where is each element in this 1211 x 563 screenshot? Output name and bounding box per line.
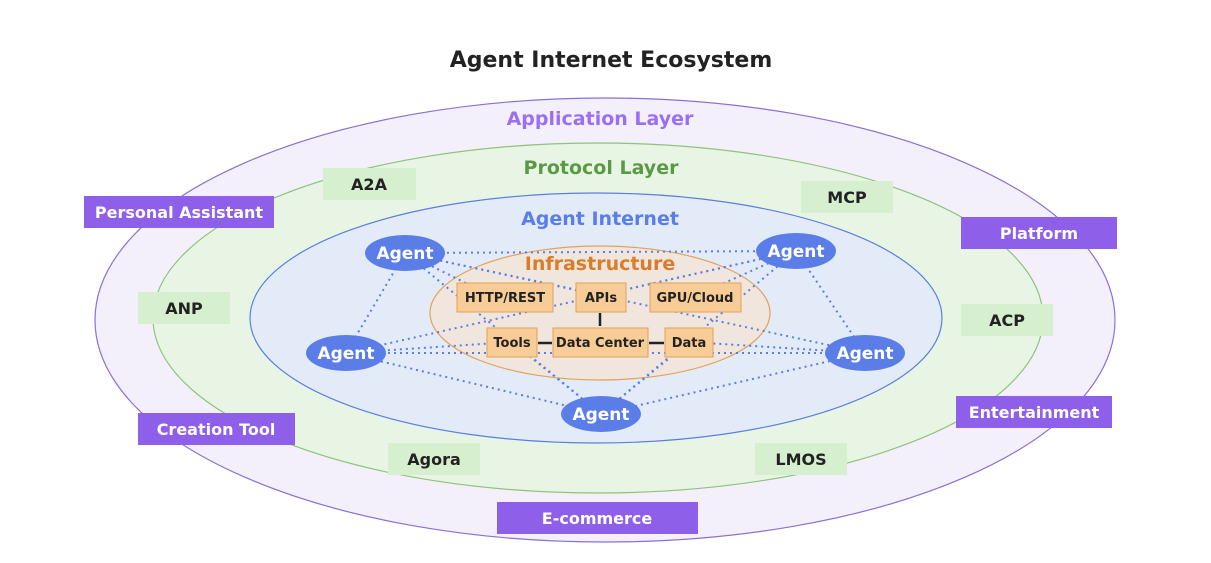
- connection-line: [404, 250, 797, 254]
- application-box-entertainment: Entertainment: [956, 396, 1112, 428]
- protocol-box-acp: ACP: [961, 304, 1053, 336]
- agent-label: Agent: [836, 344, 893, 364]
- infra-box-http: HTTP/REST: [456, 282, 554, 313]
- agent-label: Agent: [376, 244, 433, 264]
- infra-label-apis: APIs: [585, 291, 617, 306]
- infra-label-data: Data: [672, 336, 707, 351]
- infra-box-data: Data: [664, 327, 714, 358]
- agent-node-top-right: Agent: [756, 233, 836, 269]
- protocol-label-acp: ACP: [989, 311, 1025, 330]
- infra-box-gpu-cloud: GPU/Cloud: [649, 282, 742, 313]
- application-box-e-commerce: E-commerce: [497, 502, 698, 534]
- application-label-creation-tool: Creation Tool: [157, 420, 276, 439]
- connection-line: [345, 341, 513, 354]
- connection-line: [345, 352, 602, 415]
- infra-box-data-center: Data Center: [552, 327, 649, 358]
- protocol-layer-label: Protocol Layer: [524, 157, 680, 179]
- diagram-title: Agent Internet Ecosystem: [450, 48, 773, 73]
- infra-label-http: HTTP/REST: [465, 291, 545, 306]
- protocol-label-anp: ANP: [165, 299, 203, 318]
- connection-line: [345, 250, 797, 354]
- protocol-label-a2a: A2A: [351, 175, 388, 194]
- protocol-box-lmos: LMOS: [755, 443, 847, 475]
- agent-node-bottom: Agent: [561, 396, 641, 432]
- infra-box-apis: APIs: [575, 282, 627, 313]
- application-label-platform: Platform: [1000, 224, 1078, 243]
- protocol-label-mcp: MCP: [827, 188, 867, 207]
- agent-node-left: Agent: [306, 335, 386, 371]
- application-label-e-commerce: E-commerce: [542, 509, 653, 528]
- protocol-box-agora: Agora: [388, 443, 480, 475]
- agent-internet-label: Agent Internet: [521, 208, 679, 230]
- application-label-entertainment: Entertainment: [969, 403, 1100, 422]
- protocol-label-lmos: LMOS: [775, 450, 826, 469]
- infrastructure-connectors: [538, 313, 664, 345]
- application-box-personal-assistant: Personal Assistant: [84, 196, 274, 228]
- application-box-platform: Platform: [961, 217, 1117, 249]
- agent-label: Agent: [572, 405, 629, 425]
- protocol-box-anp: ANP: [138, 292, 230, 324]
- protocol-box-a2a: A2A: [323, 168, 416, 200]
- infra-label-gpu-cloud: GPU/Cloud: [657, 291, 734, 306]
- agent-label: Agent: [317, 344, 374, 364]
- infra-box-tools: Tools: [486, 327, 538, 358]
- infra-label-data-center: Data Center: [556, 336, 645, 351]
- protocol-label-agora: Agora: [407, 450, 461, 469]
- infrastructure-label: Infrastructure: [525, 253, 675, 275]
- protocol-box-mcp: MCP: [801, 181, 893, 213]
- application-layer-label: Application Layer: [507, 108, 694, 130]
- application-box-creation-tool: Creation Tool: [138, 413, 295, 445]
- application-label-personal-assistant: Personal Assistant: [95, 203, 264, 222]
- agent-node-right: Agent: [825, 335, 905, 371]
- infra-label-tools: Tools: [493, 336, 530, 351]
- agent-node-top-left: Agent: [365, 235, 445, 271]
- agent-label: Agent: [767, 242, 824, 262]
